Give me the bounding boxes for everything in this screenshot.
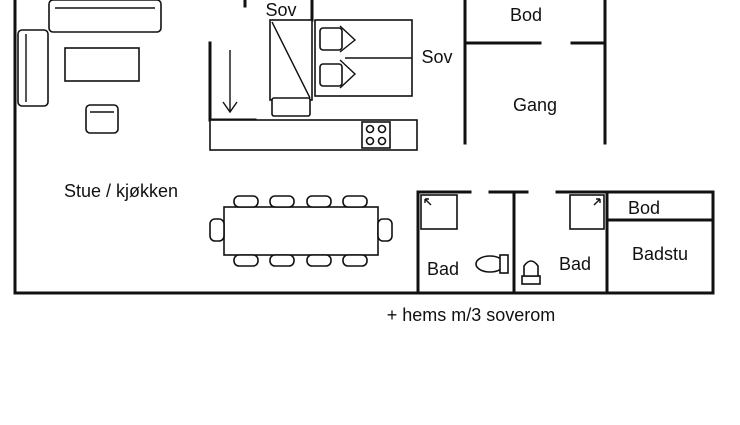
- room-label-bad-right: Bad: [559, 254, 591, 274]
- dining-table: [209, 195, 393, 267]
- stairs-arrow: [222, 50, 238, 114]
- double-bed: [314, 19, 413, 97]
- sink: [475, 254, 509, 274]
- room-label-bad-left: Bad: [427, 259, 459, 279]
- room-label-bod: Bod: [510, 5, 542, 25]
- shower-right: [569, 194, 605, 230]
- room-label-bod-small: Bod: [628, 198, 660, 218]
- outer-walls: [13, 0, 715, 295]
- armchair: [85, 104, 119, 134]
- toilet: [521, 260, 541, 285]
- loft-note: + hems m/3 soverom: [387, 305, 556, 325]
- interior-walls: [208, 0, 715, 295]
- room-label-stue-kjokken: Stue / kjøkken: [64, 181, 178, 201]
- room-label-sov-top: Sov: [265, 0, 296, 20]
- shower-left: [420, 194, 458, 230]
- coffee-table: [64, 47, 140, 82]
- room-label-gang: Gang: [513, 95, 557, 115]
- sofa: [48, 0, 162, 33]
- sofa-side: [17, 29, 49, 107]
- room-label-badstu: Badstu: [632, 244, 688, 264]
- wardrobe: [269, 19, 313, 117]
- kitchen-counter: [209, 119, 418, 151]
- room-label-sov: Sov: [421, 47, 452, 67]
